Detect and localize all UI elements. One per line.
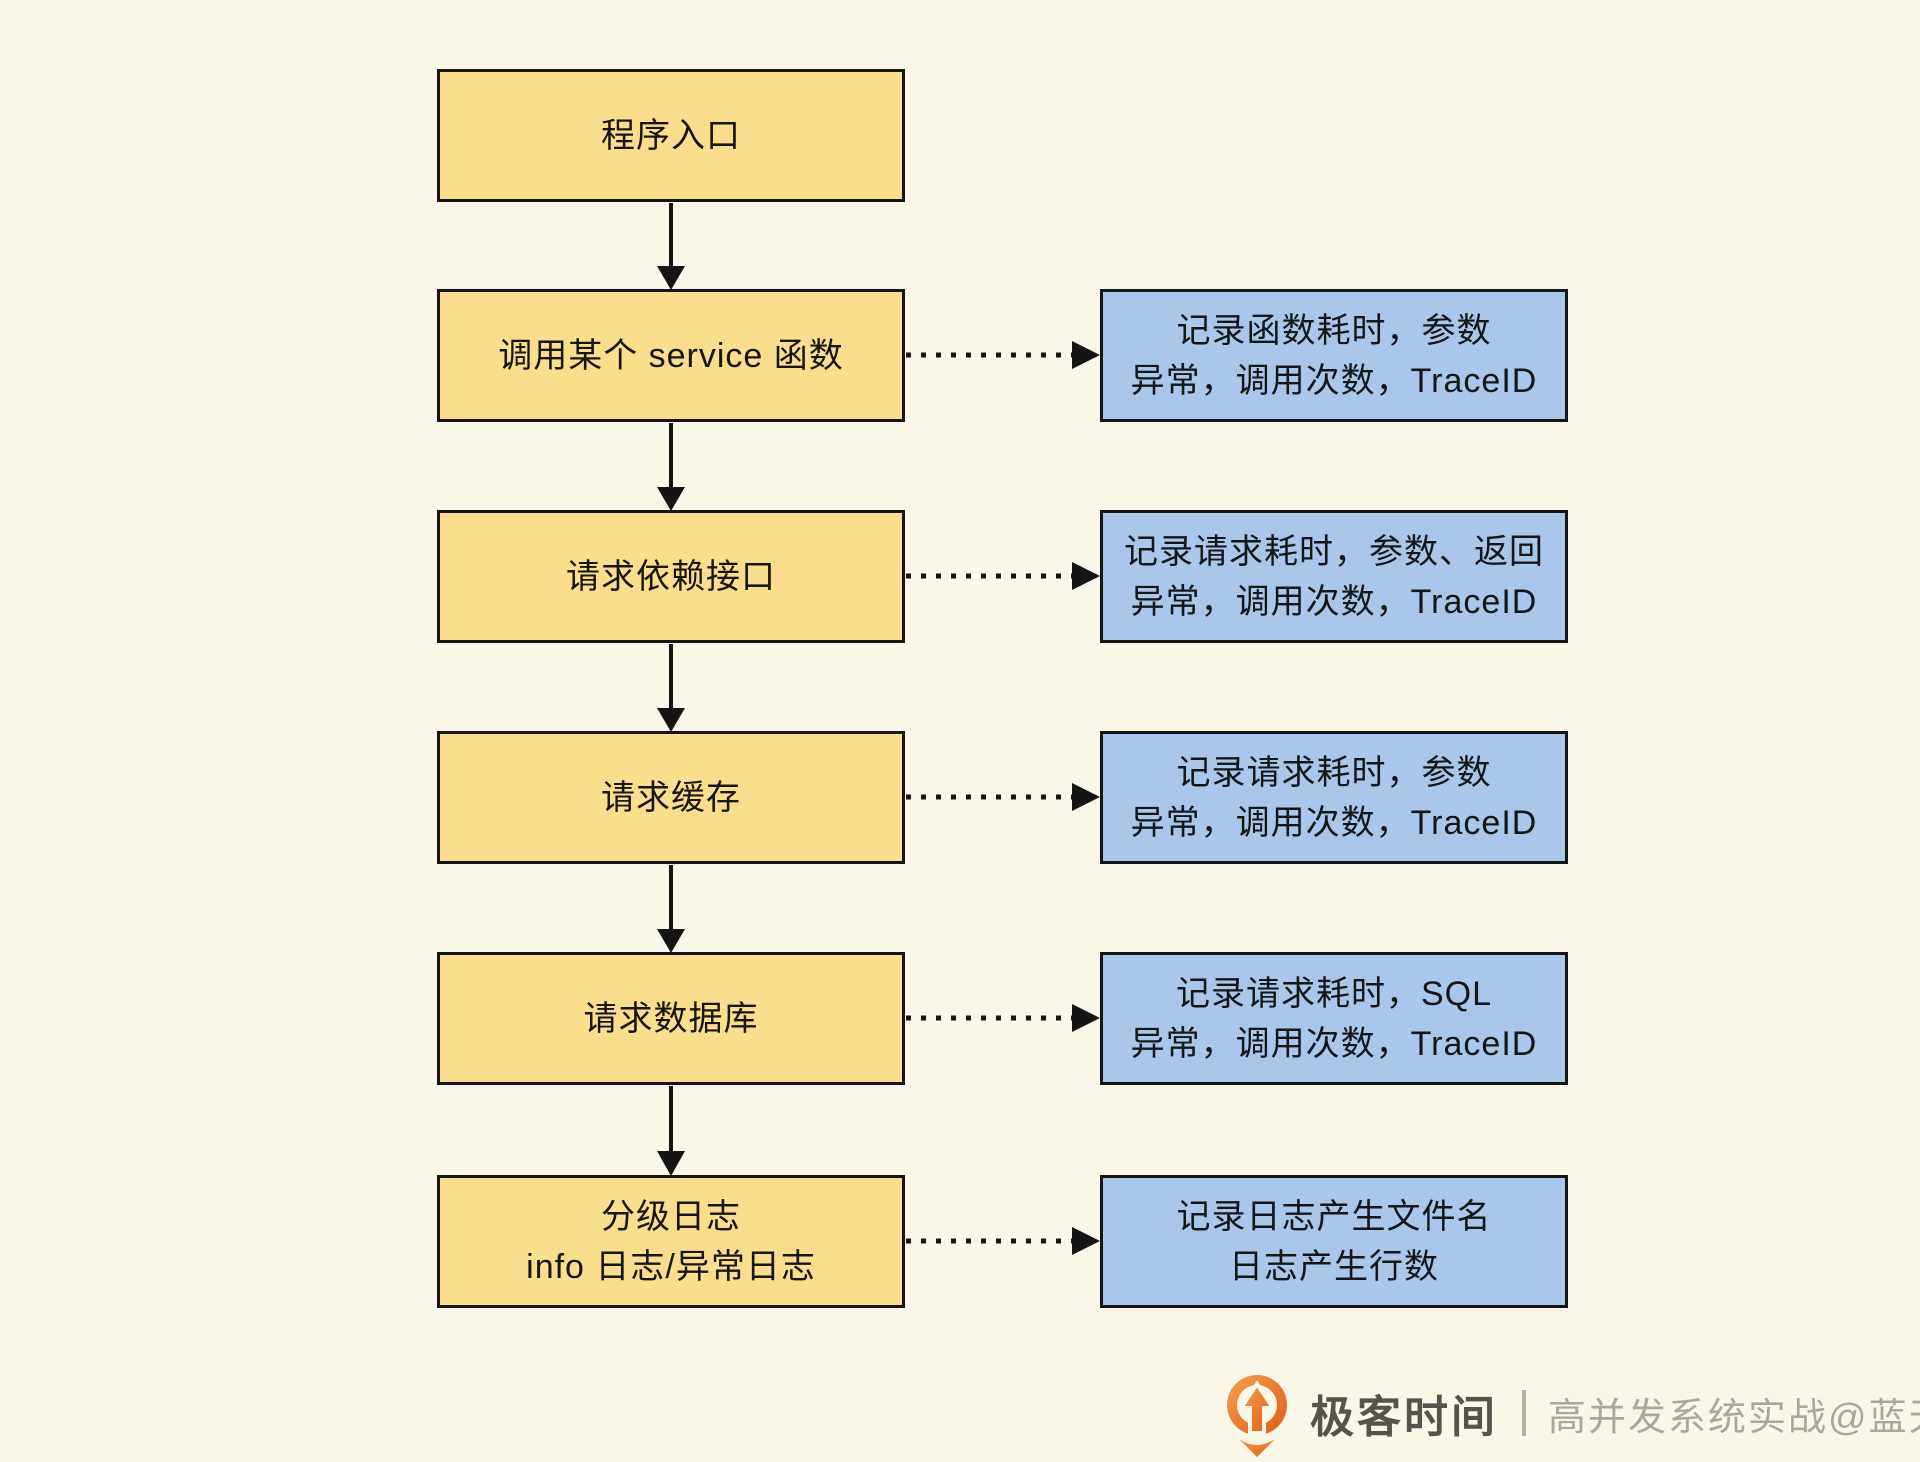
metric-label: 记录请求耗时，SQL [1175,974,1493,1013]
footer-credit-text: 高并发系统实战@蓝天 [1548,1396,1920,1439]
metric-box-cache: 记录请求耗时，参数 异常，调用次数，TraceID [1100,731,1568,864]
geektime-wordmark: 极客时间 [1310,1393,1498,1442]
metric-box-function: 记录函数耗时，参数 异常，调用次数，TraceID [1100,289,1568,422]
metric-label: 日志产生行数 [1229,1247,1439,1286]
flow-step-label: 请求数据库 [583,999,759,1038]
metric-label: 记录请求耗时，参数、返回 [1124,532,1544,571]
flow-arrow-4 [657,865,685,953]
metric-connector-4 [906,1004,1100,1032]
flow-arrow-1 [657,203,685,290]
metric-label: 异常，调用次数，TraceID [1130,361,1538,400]
geektime-logo-icon [1227,1375,1287,1457]
metric-connector-3 [906,783,1100,811]
flow-step-cache: 请求缓存 [437,731,905,864]
footer-watermark: 极客时间 高并发系统实战@蓝天 [1218,1368,1920,1458]
flow-arrow-3 [657,644,685,732]
flow-step-label: 调用某个 service 函数 [498,336,844,375]
metric-connector-2 [906,562,1100,590]
metric-label: 记录日志产生文件名 [1176,1197,1492,1236]
metric-label: 记录函数耗时，参数 [1176,311,1492,350]
flow-step-database: 请求数据库 [437,952,905,1085]
flow-step-call-service: 调用某个 service 函数 [437,289,905,422]
footer-divider [1522,1390,1526,1436]
metric-label: 异常，调用次数，TraceID [1130,1024,1538,1063]
flow-step-label: 请求依赖接口 [566,557,776,596]
flow-step-label: 分级日志 [601,1197,741,1236]
flow-arrow-2 [657,423,685,511]
flow-step-label: info 日志/异常日志 [526,1247,816,1286]
metric-box-api: 记录请求耗时，参数、返回 异常，调用次数，TraceID [1100,510,1568,643]
metric-label: 记录请求耗时，参数 [1176,753,1492,792]
flow-arrow-5 [657,1086,685,1176]
metric-label: 异常，调用次数，TraceID [1130,582,1538,621]
flow-step-program-entry: 程序入口 [437,69,905,202]
metric-box-database: 记录请求耗时，SQL 异常，调用次数，TraceID [1100,952,1568,1085]
metric-connector-1 [906,341,1100,369]
flow-step-label: 程序入口 [601,116,741,155]
flow-step-dependency-api: 请求依赖接口 [437,510,905,643]
flow-step-logging: 分级日志 info 日志/异常日志 [437,1175,905,1308]
metric-label: 异常，调用次数，TraceID [1130,803,1538,842]
metric-box-log: 记录日志产生文件名 日志产生行数 [1100,1175,1568,1308]
metric-connector-5 [906,1227,1100,1255]
flow-step-label: 请求缓存 [601,778,741,817]
